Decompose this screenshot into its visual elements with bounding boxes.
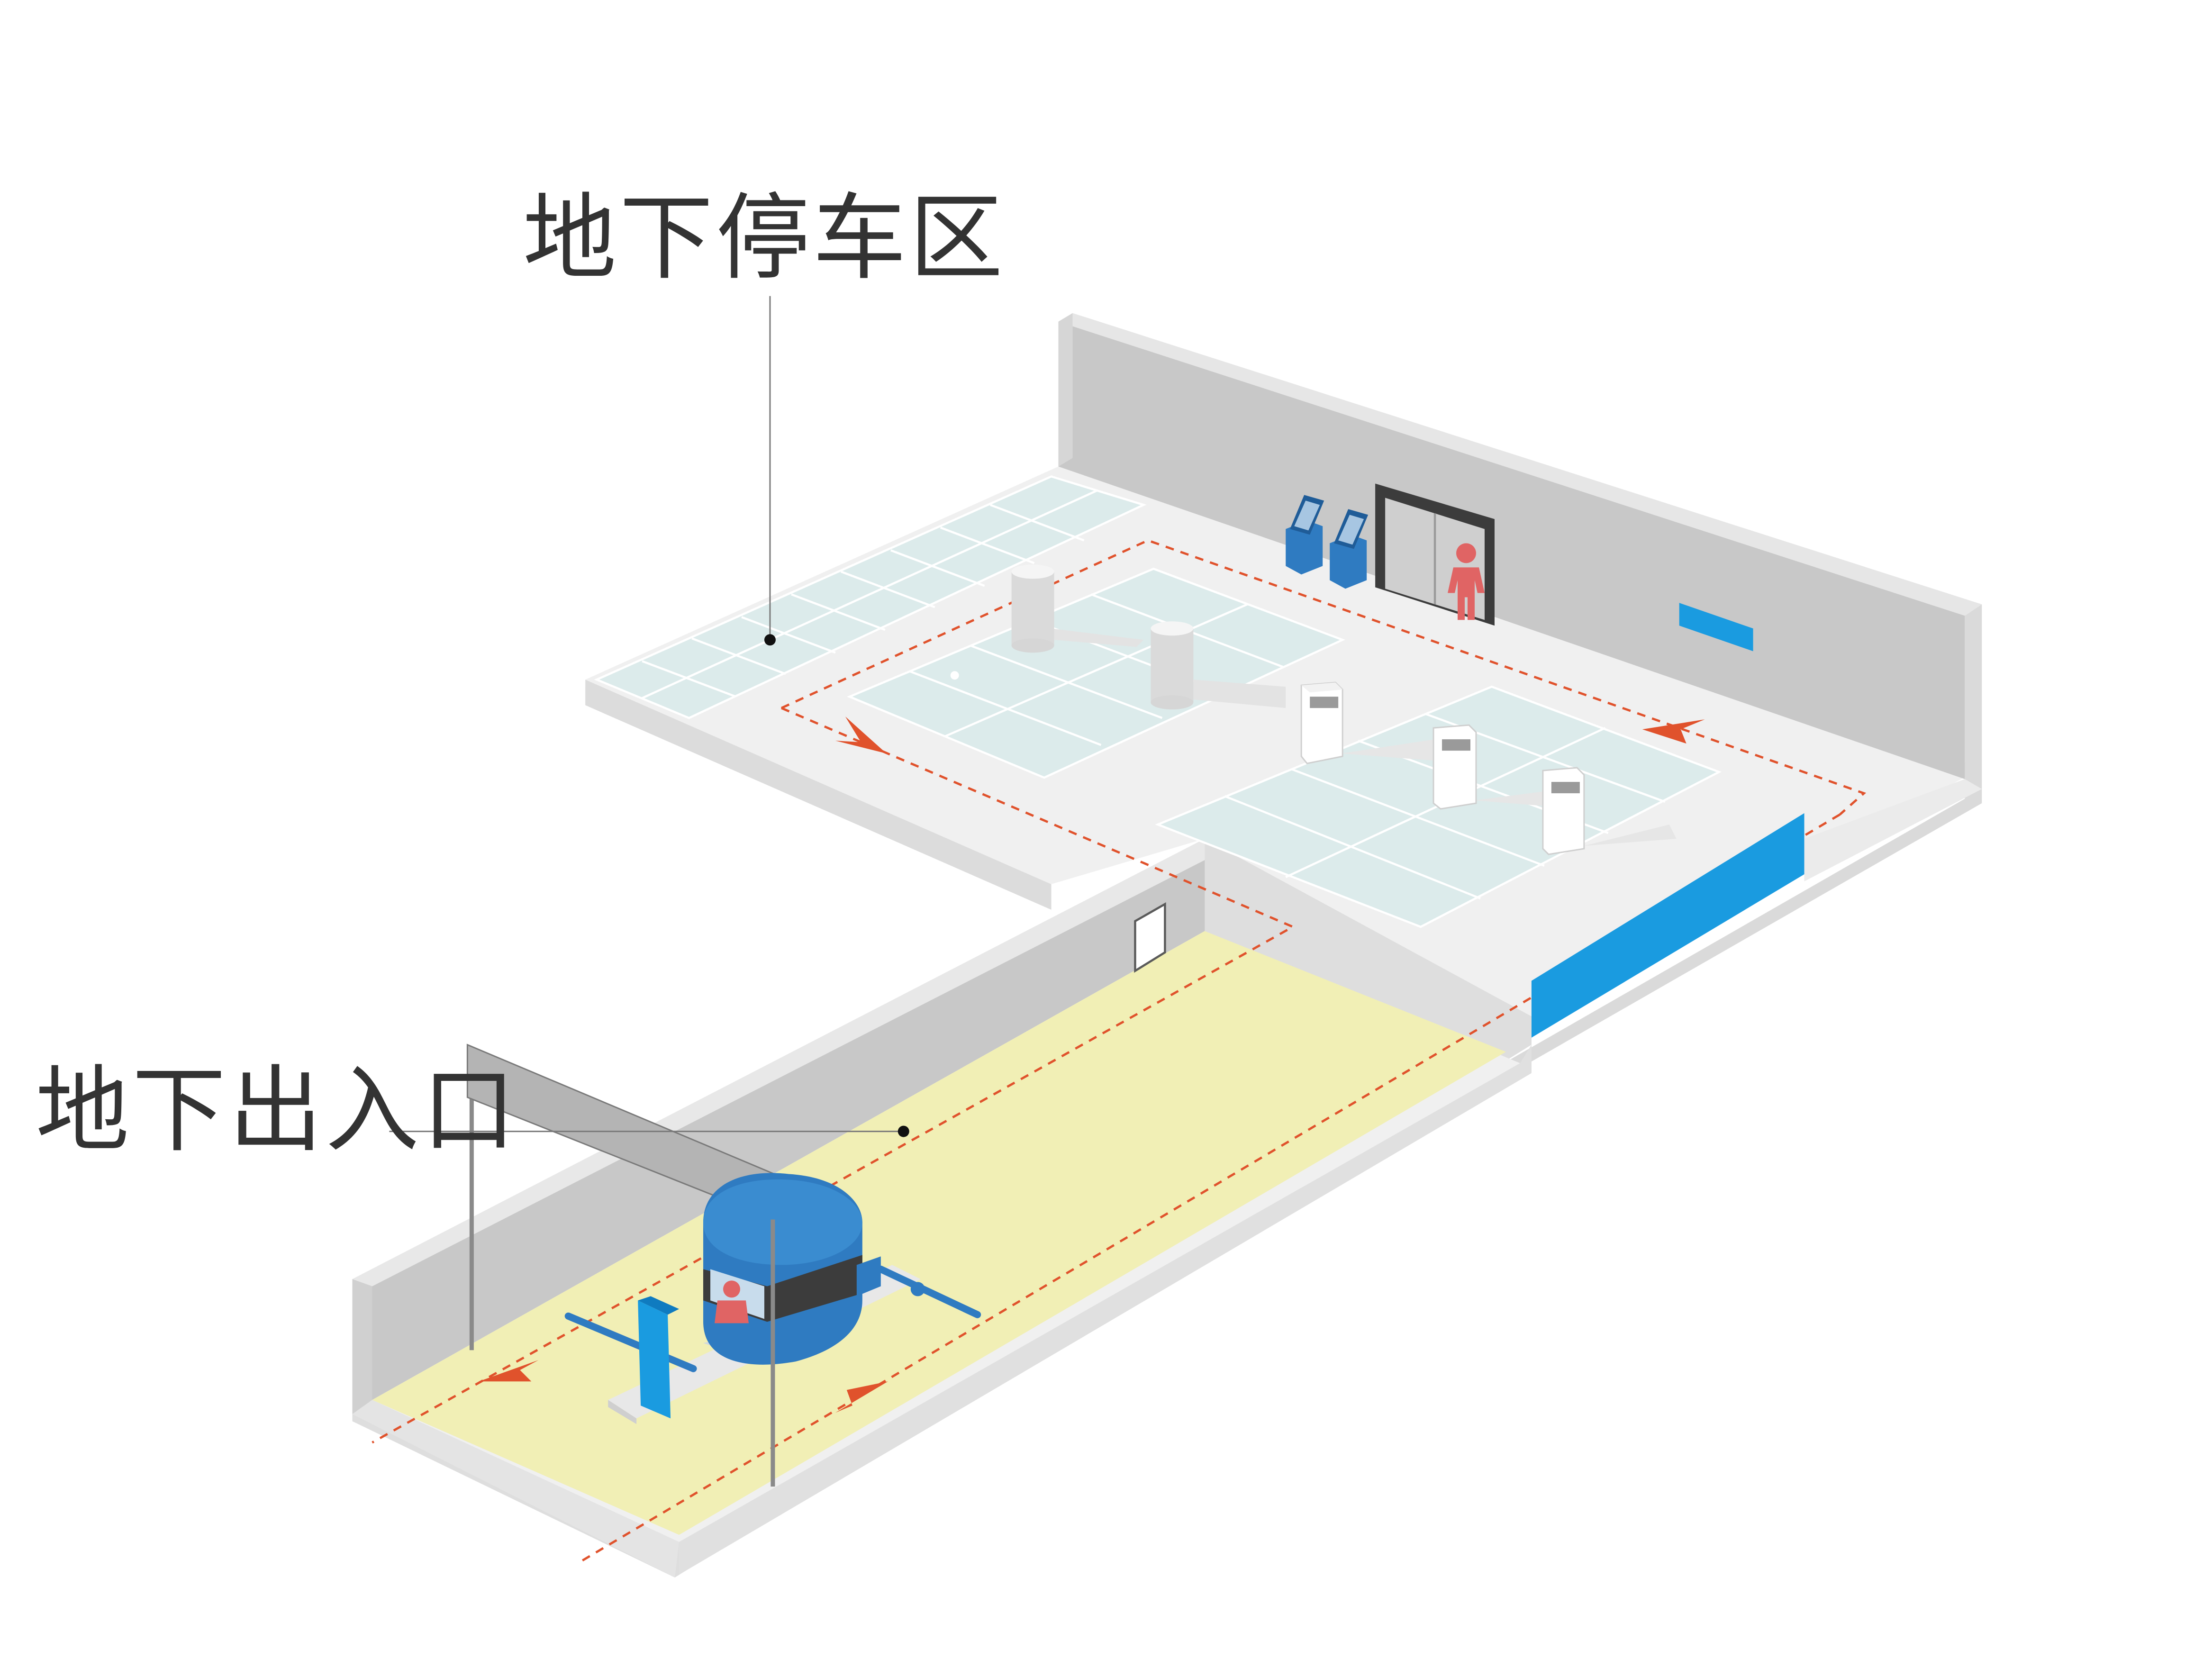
right-wall bbox=[1498, 604, 1982, 1080]
charging-pile-icon bbox=[1300, 681, 1435, 764]
light-dot bbox=[950, 671, 959, 680]
back-wall-face bbox=[1058, 321, 1965, 780]
entrance-corridor bbox=[352, 838, 1532, 1577]
blue-wall-panels bbox=[1531, 603, 1804, 1038]
route-arrow-icon bbox=[835, 1381, 888, 1413]
charging-pile-icon bbox=[1542, 767, 1677, 855]
barrier-gate-left bbox=[564, 1296, 697, 1419]
ticket-machines bbox=[1286, 495, 1369, 589]
blue-wall-band bbox=[1531, 813, 1804, 1038]
person-icon bbox=[723, 1280, 740, 1298]
entrance-exit-label: 地下出入口 bbox=[36, 1056, 518, 1165]
route-arrow-icon bbox=[1642, 719, 1705, 744]
charging-pile-icon bbox=[1432, 724, 1563, 810]
person-icon bbox=[1448, 543, 1485, 620]
route-arrow-icon bbox=[835, 716, 887, 754]
pillars bbox=[1011, 564, 1286, 710]
back-wall bbox=[1058, 313, 1982, 780]
parking-spaces-left-row bbox=[594, 475, 1147, 719]
parking-area-label: 地下停车区 bbox=[523, 183, 1006, 293]
corridor-door bbox=[1134, 902, 1166, 973]
toll-booth bbox=[703, 1173, 862, 1365]
vehicle-route bbox=[372, 539, 1867, 1562]
pillar bbox=[1011, 564, 1054, 653]
route-arrows bbox=[479, 716, 1705, 1413]
barrier-gate-right bbox=[856, 1256, 981, 1318]
back-wall-top bbox=[1058, 313, 1982, 616]
ticket-machine-icon bbox=[1286, 495, 1324, 575]
pillar bbox=[1151, 621, 1194, 710]
corridor-left-wall bbox=[372, 860, 1205, 1400]
ticket-machine-icon bbox=[1330, 509, 1369, 589]
blue-wall-sign bbox=[1679, 603, 1753, 652]
callout-parking-area: 地下停车区 bbox=[523, 183, 1006, 646]
charging-piles bbox=[1300, 681, 1677, 855]
callout-entrance-exit: 地下出入口 bbox=[36, 1056, 909, 1165]
